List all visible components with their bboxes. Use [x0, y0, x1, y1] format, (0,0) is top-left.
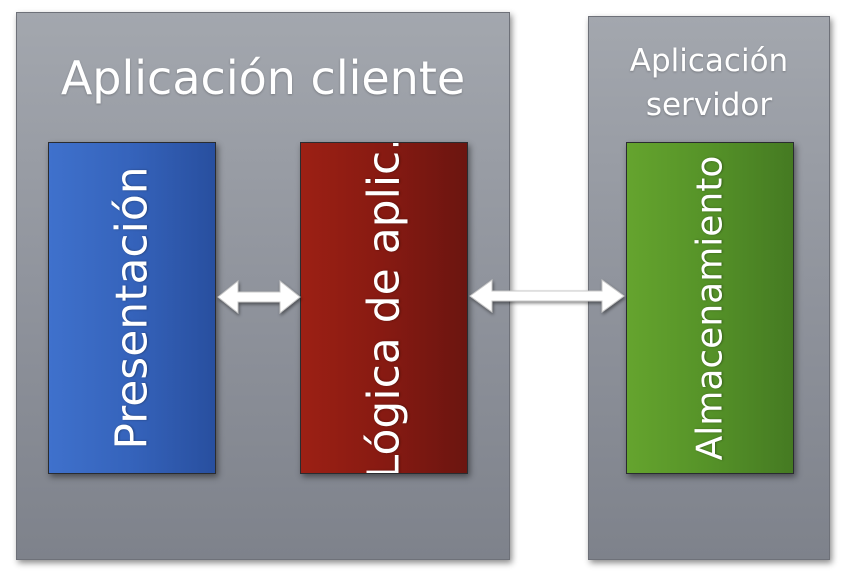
application-logic-label: Lógica de aplic. [358, 142, 410, 474]
client-panel-title: Aplicación cliente [60, 51, 466, 105]
application-logic-box: Lógica de aplic. [300, 142, 468, 474]
presentation-layer-label: Presentación [106, 166, 158, 450]
server-panel-title: Aplicación servidor [629, 43, 789, 123]
storage-layer-box: Almacenamiento [626, 142, 794, 474]
presentation-layer-box: Presentación [48, 142, 216, 474]
storage-layer-label: Almacenamiento [689, 155, 731, 461]
